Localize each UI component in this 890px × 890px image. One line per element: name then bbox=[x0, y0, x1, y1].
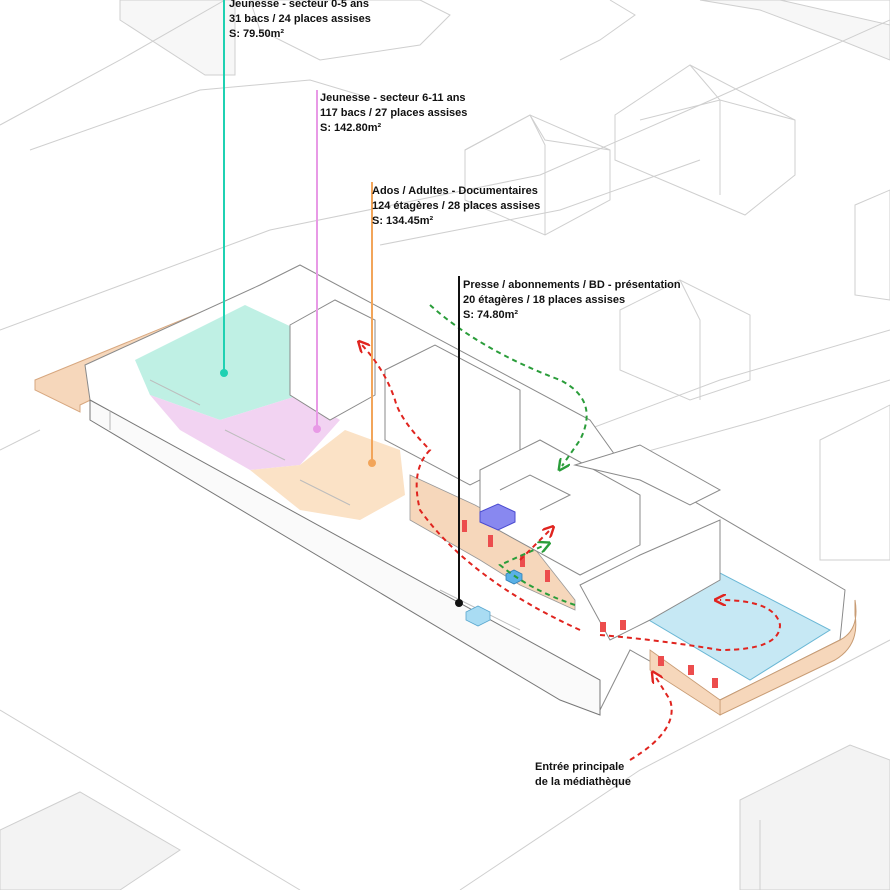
leader-dot-jeunesse-0-5 bbox=[220, 369, 228, 377]
blue-box bbox=[479, 503, 516, 531]
street-edge bbox=[459, 639, 890, 890]
callout-count: 20 étagères / 18 places assises bbox=[463, 294, 625, 306]
context-block bbox=[739, 744, 890, 890]
callout-title: Presse / abonnements / BD - présentation bbox=[463, 279, 681, 291]
callout-count: 31 bacs / 24 places assises bbox=[229, 13, 371, 25]
north-annex bbox=[573, 444, 722, 506]
callout-ados-adultes: Ados / Adultes - Documentaires 124 étagè… bbox=[372, 185, 540, 227]
callout-title: Ados / Adultes - Documentaires bbox=[372, 185, 538, 197]
street-edge bbox=[0, 19, 890, 331]
street-edge bbox=[379, 159, 701, 246]
context-block bbox=[119, 0, 236, 76]
callout-count: 124 étagères / 28 places assises bbox=[372, 200, 540, 212]
mediatheque-building bbox=[34, 264, 857, 716]
entrance-title: Entrée principale bbox=[535, 761, 624, 773]
leader-dot-ados-adultes bbox=[368, 459, 376, 467]
callout-jeunesse-0-5: Jeunesse - secteur 0-5 ans 31 bacs / 24 … bbox=[229, 0, 371, 40]
tall-volume bbox=[289, 299, 376, 421]
context-block bbox=[699, 0, 890, 61]
callout-area: S: 134.45m² bbox=[372, 215, 433, 227]
callout-title: Jeunesse - secteur 6-11 ans bbox=[320, 92, 466, 104]
street-edge bbox=[29, 79, 361, 151]
entrance-label: Entrée principale de la médiathèque bbox=[535, 761, 631, 788]
entrance-subtitle: de la médiathèque bbox=[535, 776, 631, 788]
house-ridge bbox=[639, 99, 796, 121]
house bbox=[614, 64, 796, 216]
light-blue-box bbox=[465, 605, 491, 627]
house-ridge bbox=[679, 279, 701, 400]
callout-area: S: 74.80m² bbox=[463, 309, 518, 321]
house-roof bbox=[464, 114, 611, 151]
zone-ados-floor bbox=[250, 430, 405, 520]
street-edge bbox=[559, 329, 890, 441]
context-block bbox=[779, 0, 890, 26]
street-edge bbox=[0, 429, 41, 451]
south-facade bbox=[89, 399, 601, 716]
red-panels bbox=[462, 520, 718, 688]
red-flow-arrow bbox=[599, 600, 782, 652]
zone-6-11-floor bbox=[150, 395, 340, 470]
zone-0-5-floor bbox=[135, 305, 330, 420]
callout-leaders bbox=[220, 0, 463, 607]
leader-dot-jeunesse-6-11 bbox=[313, 425, 321, 433]
house bbox=[619, 279, 751, 401]
roof-lines bbox=[499, 474, 572, 511]
callout-area: S: 142.80m² bbox=[320, 122, 381, 134]
red-flow-arrow bbox=[519, 530, 550, 561]
context-block bbox=[249, 0, 451, 61]
street-edge bbox=[559, 0, 636, 61]
callout-jeunesse-6-11: Jeunesse - secteur 6-11 ans 117 bacs / 2… bbox=[320, 92, 467, 134]
leader-dot-presse bbox=[455, 599, 463, 607]
context-block bbox=[0, 791, 181, 890]
green-flow-arrow bbox=[498, 545, 576, 606]
street-edge bbox=[0, 0, 226, 126]
curved-end-wall bbox=[719, 599, 857, 716]
east-wing bbox=[579, 519, 721, 641]
house bbox=[819, 404, 890, 561]
callout-count: 117 bacs / 27 places assises bbox=[320, 107, 467, 119]
house-ridge bbox=[529, 114, 546, 235]
peach-south-wall bbox=[649, 649, 721, 716]
callout-area: S: 79.50m² bbox=[229, 28, 284, 40]
street-edge bbox=[0, 709, 301, 890]
callout-presse: Presse / abonnements / BD - présentation… bbox=[463, 279, 681, 321]
house bbox=[854, 189, 890, 301]
callout-title: Jeunesse - secteur 0-5 ans bbox=[229, 0, 369, 10]
red-flow-arrow bbox=[629, 676, 673, 761]
